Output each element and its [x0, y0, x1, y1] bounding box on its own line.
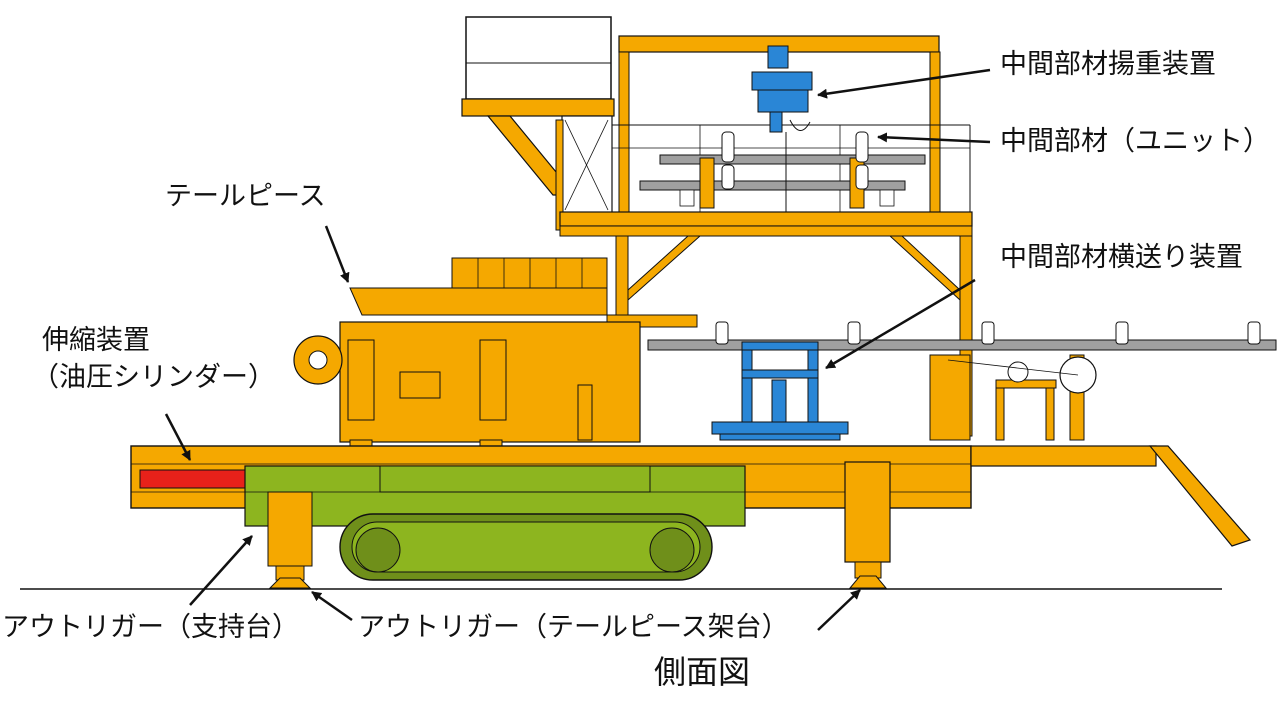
label-tailpiece: テールピース	[165, 181, 326, 212]
top-support-strut	[486, 115, 613, 231]
label-cylinder-line2: （油圧シリンダー）	[32, 362, 275, 393]
arrow-unit	[877, 132, 991, 144]
crane-legs	[615, 235, 973, 437]
arrow-hoist	[817, 68, 991, 99]
top-box	[461, 16, 615, 117]
winch-stand	[929, 354, 1097, 441]
upper-rail	[647, 321, 1277, 351]
unit-stack	[639, 131, 926, 209]
arrow-outrigger-support-a	[189, 535, 253, 606]
label-cylinder-line1: 伸縮装置	[42, 325, 150, 356]
arrow-outrigger-support-b	[311, 590, 353, 622]
caption-side-view: 側面図	[654, 653, 751, 691]
label-transverse: 中間部材横送り装置	[1000, 242, 1243, 273]
label-outrigger-tail: アウトリガー（テールピース架台）	[358, 612, 789, 643]
arrow-cylinder	[164, 413, 192, 461]
arrow-tailpiece	[324, 225, 350, 283]
arrow-outrigger-tail	[817, 589, 861, 631]
transverse-feed-device	[711, 341, 849, 441]
arrow-transverse	[825, 278, 976, 370]
crane-frame	[559, 35, 973, 237]
label-unit: 中間部材（ユニット）	[1000, 126, 1270, 157]
tailpiece-block	[293, 257, 698, 463]
hoist-device	[751, 45, 813, 212]
label-hoist: 中間部材揚重装置	[1000, 49, 1216, 80]
label-outrigger-support: アウトリガー（支持台）	[2, 612, 299, 643]
outrigger-tail-right	[844, 461, 891, 589]
crawler-track	[339, 513, 713, 581]
outrigger-support-left	[267, 491, 313, 589]
